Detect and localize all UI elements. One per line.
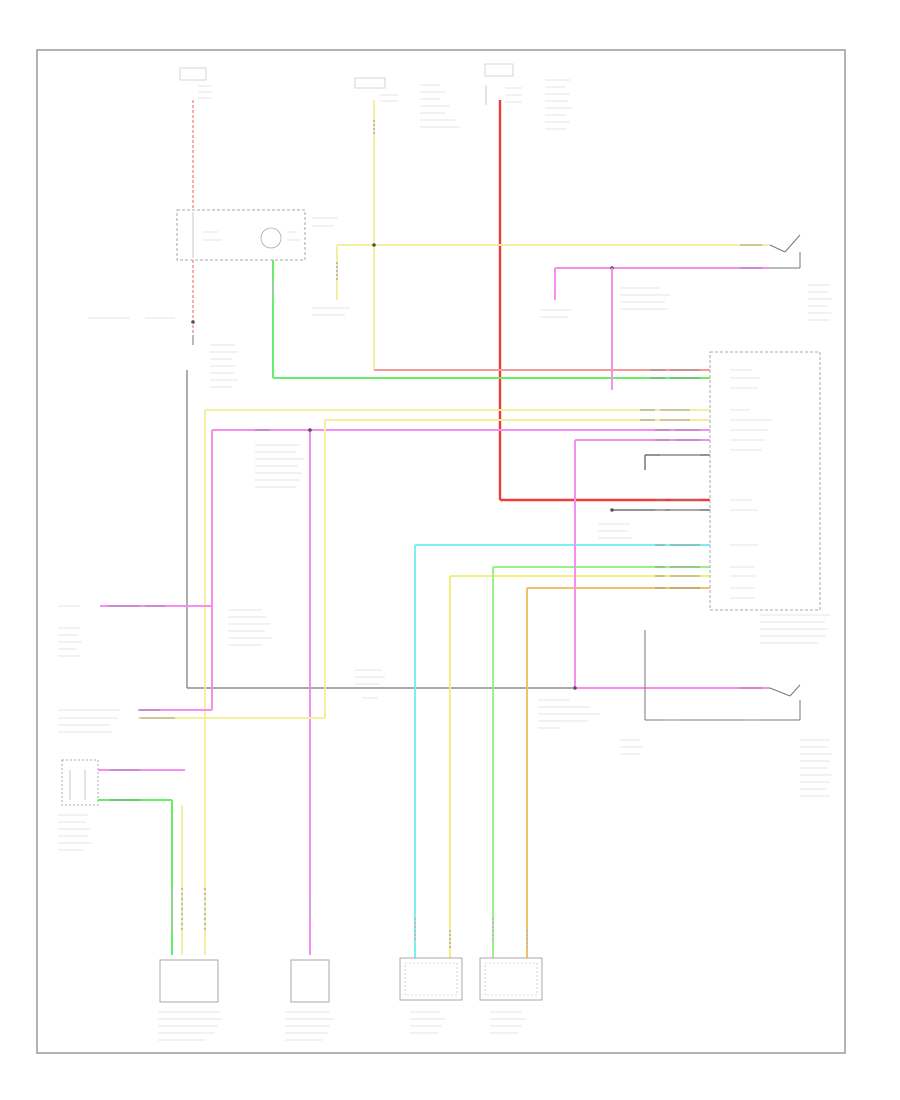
ebcm-box (709, 351, 821, 611)
vss-box (61, 759, 99, 806)
fuse-block-left (179, 67, 207, 81)
front-right-wheel-speed-sensor (479, 957, 543, 1001)
electronic-brake-control-module (709, 351, 830, 644)
vss-module-bottom (159, 959, 219, 1003)
fuse-block-right (484, 63, 514, 77)
cruise-module-box (176, 209, 306, 261)
brake-pressure-sensor (290, 959, 330, 1003)
cruise-control-module (88, 209, 710, 379)
diagram-border (36, 49, 846, 1054)
wire-color-labels (108, 244, 762, 801)
data-link-connector (355, 669, 600, 729)
top-power-feeds (179, 63, 572, 500)
stoplamp-switch-top (372, 234, 832, 390)
gauge-icon (260, 227, 282, 249)
fuse-block-center (354, 77, 386, 89)
stoplamp-switch-bottom (598, 523, 832, 797)
vehicle-speed-sensor (58, 759, 206, 955)
bottom-components (158, 545, 543, 1041)
front-left-wheel-speed-sensor (399, 957, 463, 1001)
ebcm-harness (205, 369, 710, 589)
